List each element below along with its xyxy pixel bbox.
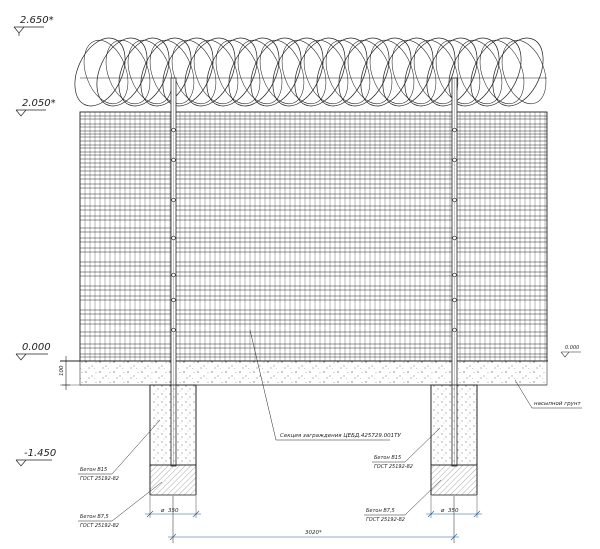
footing-right bbox=[430, 384, 478, 496]
mesh-panel bbox=[79, 111, 548, 362]
level-marker-top: 2.650* bbox=[13, 15, 54, 36]
level-marker-ground-left: 0.000 bbox=[15, 342, 51, 361]
svg-text:ГОСТ 25192-82: ГОСТ 25192-82 bbox=[374, 464, 413, 470]
level-marker-foot: -1.450 bbox=[15, 448, 56, 467]
svg-text:2.050*: 2.050* bbox=[22, 98, 56, 109]
callout-concrete-b7-left: Бетон В7,5 ГОСТ 25192-82 bbox=[78, 481, 163, 529]
svg-text:ø: ø bbox=[160, 508, 165, 514]
callout-concrete-b15-right: Бетон В15 ГОСТ 25192-82 bbox=[372, 427, 441, 470]
callout-soil: насыпной грунт bbox=[514, 379, 582, 409]
dimension-footing-left: ø 350 bbox=[145, 496, 201, 518]
svg-text:Бетон В7,5: Бетон В7,5 bbox=[80, 514, 109, 520]
svg-text:насыпной грунт: насыпной грунт bbox=[534, 401, 581, 407]
svg-text:2.650*: 2.650* bbox=[20, 15, 54, 26]
svg-text:100: 100 bbox=[59, 365, 65, 376]
svg-text:-1.450: -1.450 bbox=[24, 448, 56, 459]
ground-strip bbox=[79, 360, 548, 386]
callout-concrete-b15-left: Бетон В15 ГОСТ 25192-82 bbox=[78, 419, 161, 482]
post-fasteners bbox=[171, 127, 457, 333]
level-marker-mesh-top: 2.050* bbox=[15, 98, 56, 117]
svg-text:Секция заграждения ЦЕБД.425729: Секция заграждения ЦЕБД.425729.001ТУ bbox=[280, 433, 402, 439]
svg-text:ГОСТ 25192-82: ГОСТ 25192-82 bbox=[80, 476, 119, 482]
svg-text:3020*: 3020* bbox=[305, 530, 322, 536]
svg-text:0.000: 0.000 bbox=[22, 342, 51, 353]
dimension-strip-height: 100 bbox=[59, 356, 80, 390]
svg-text:ГОСТ 25192-82: ГОСТ 25192-82 bbox=[366, 517, 405, 523]
svg-text:ГОСТ 25192-82: ГОСТ 25192-82 bbox=[80, 523, 119, 529]
dimension-footing-right: ø 350 bbox=[426, 496, 482, 518]
callout-concrete-b7-right: Бетон В7,5 ГОСТ 25192-82 bbox=[364, 479, 442, 523]
svg-text:350: 350 bbox=[448, 508, 459, 514]
svg-text:350: 350 bbox=[168, 508, 179, 514]
callout-panel-section: Секция заграждения ЦЕБД.425729.001ТУ bbox=[249, 329, 402, 441]
svg-text:Бетон В15: Бетон В15 bbox=[374, 455, 401, 461]
svg-text:Бетон В15: Бетон В15 bbox=[80, 467, 107, 473]
svg-text:0.000: 0.000 bbox=[565, 345, 579, 351]
svg-text:Бетон В7,5: Бетон В7,5 bbox=[366, 508, 395, 514]
footing-left bbox=[149, 384, 197, 496]
svg-text:ø: ø bbox=[440, 508, 445, 514]
level-marker-ground-right: 0.000 bbox=[560, 345, 581, 358]
dimension-post-spacing: 3020* bbox=[168, 496, 459, 543]
razor-wire-coil bbox=[74, 37, 547, 107]
